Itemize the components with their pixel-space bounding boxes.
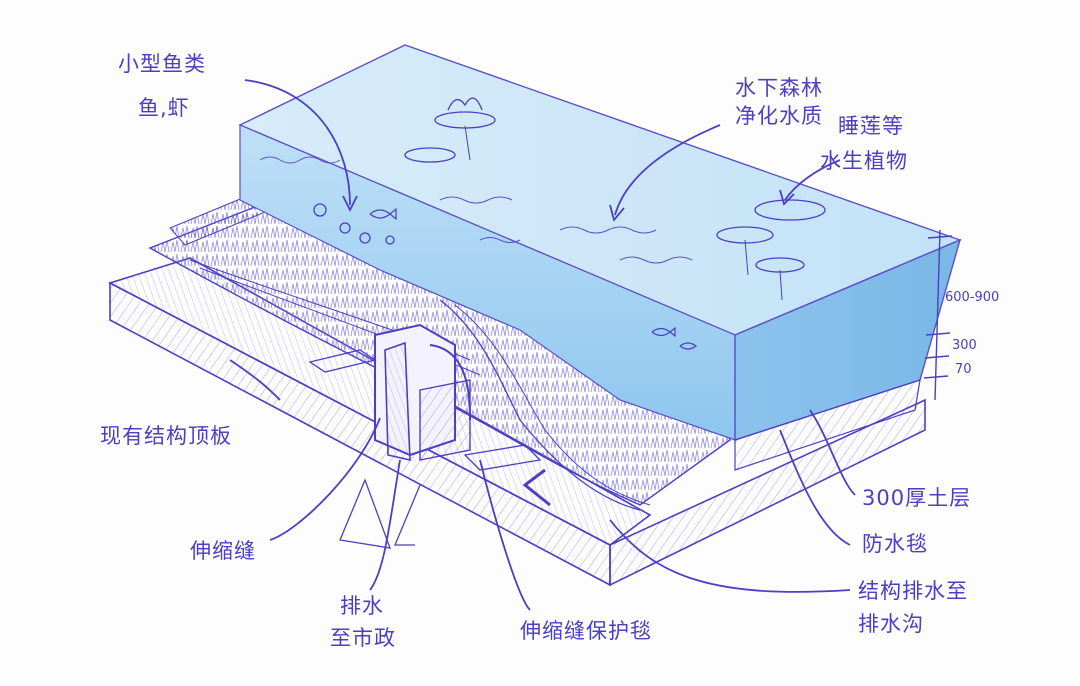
label-joint-protection: 伸缩缝保护毯 — [520, 619, 652, 643]
label-waterproof: 防水毯 — [862, 532, 928, 556]
dim-base-depth: 70 — [955, 362, 972, 377]
dim-soil-depth: 300 — [952, 338, 977, 353]
dim-water-depth: 600-900 — [945, 290, 1000, 305]
label-forest-2: 净化水质 — [735, 104, 823, 128]
label-lotus-1: 睡莲等 — [838, 114, 904, 138]
drain-arrows — [339, 478, 421, 549]
label-slab: 现有结构顶板 — [100, 424, 232, 448]
drain-channel — [308, 323, 551, 507]
label-fish-1: 小型鱼类 — [118, 52, 206, 76]
lotus-plants — [404, 97, 826, 301]
label-drain-2: 至市政 — [330, 626, 396, 650]
label-fish-2: 鱼,虾 — [138, 96, 190, 120]
leader-arrows — [229, 79, 856, 611]
label-expansion-joint: 伸缩缝 — [190, 539, 256, 563]
label-drain-4: 排水沟 — [858, 612, 924, 636]
fish-bubbles — [313, 203, 698, 350]
label-drain-1: 排水 — [340, 594, 384, 618]
label-forest-1: 水下森林 — [735, 76, 823, 100]
label-soil: 300厚土层 — [862, 486, 972, 510]
label-lotus-2: 水生植物 — [820, 149, 908, 173]
label-drain-3: 结构排水至 — [858, 579, 968, 603]
water-block — [238, 44, 962, 471]
dimension-line — [923, 229, 953, 401]
